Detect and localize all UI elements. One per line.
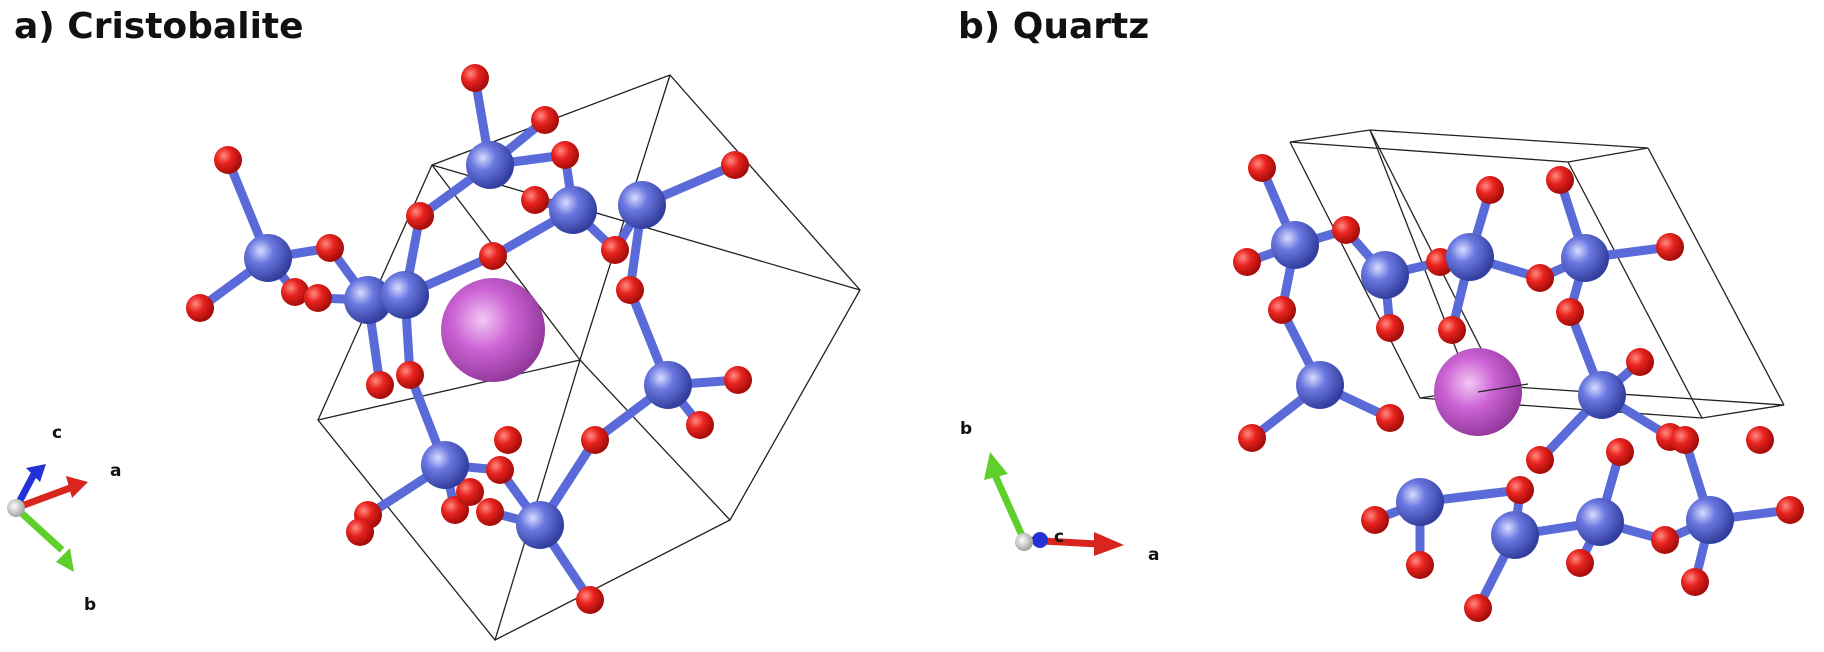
panel-b-axis-label-b: b bbox=[960, 419, 972, 439]
panel-b-axis-label-c: c bbox=[1054, 527, 1064, 547]
panel-b-silicon-atoms bbox=[1271, 221, 1734, 559]
panel-a-axis-triad: c a b bbox=[7, 423, 121, 615]
panel-a-axis-label-c: c bbox=[52, 423, 62, 443]
panel-b-axis-triad: b c a bbox=[960, 419, 1159, 565]
panel-b-structure bbox=[1233, 129, 1804, 622]
panel-a-title: a) Cristobalite bbox=[14, 6, 304, 47]
panel-a-silicon-atoms bbox=[244, 141, 692, 549]
panel-b-oxygen-atoms bbox=[1233, 154, 1804, 622]
panel-a-cation-atom bbox=[441, 278, 545, 382]
panel-a-unit-cell bbox=[317, 74, 861, 641]
panel-b-title: b) Quartz bbox=[958, 6, 1150, 47]
panel-a-structure bbox=[186, 64, 861, 641]
panel-b-axis-label-a: a bbox=[1148, 545, 1159, 565]
panel-a-axis-label-b: b bbox=[84, 595, 96, 615]
panel-a-axis-label-a: a bbox=[110, 461, 121, 481]
panel-a-oxygen-atoms bbox=[186, 64, 752, 614]
